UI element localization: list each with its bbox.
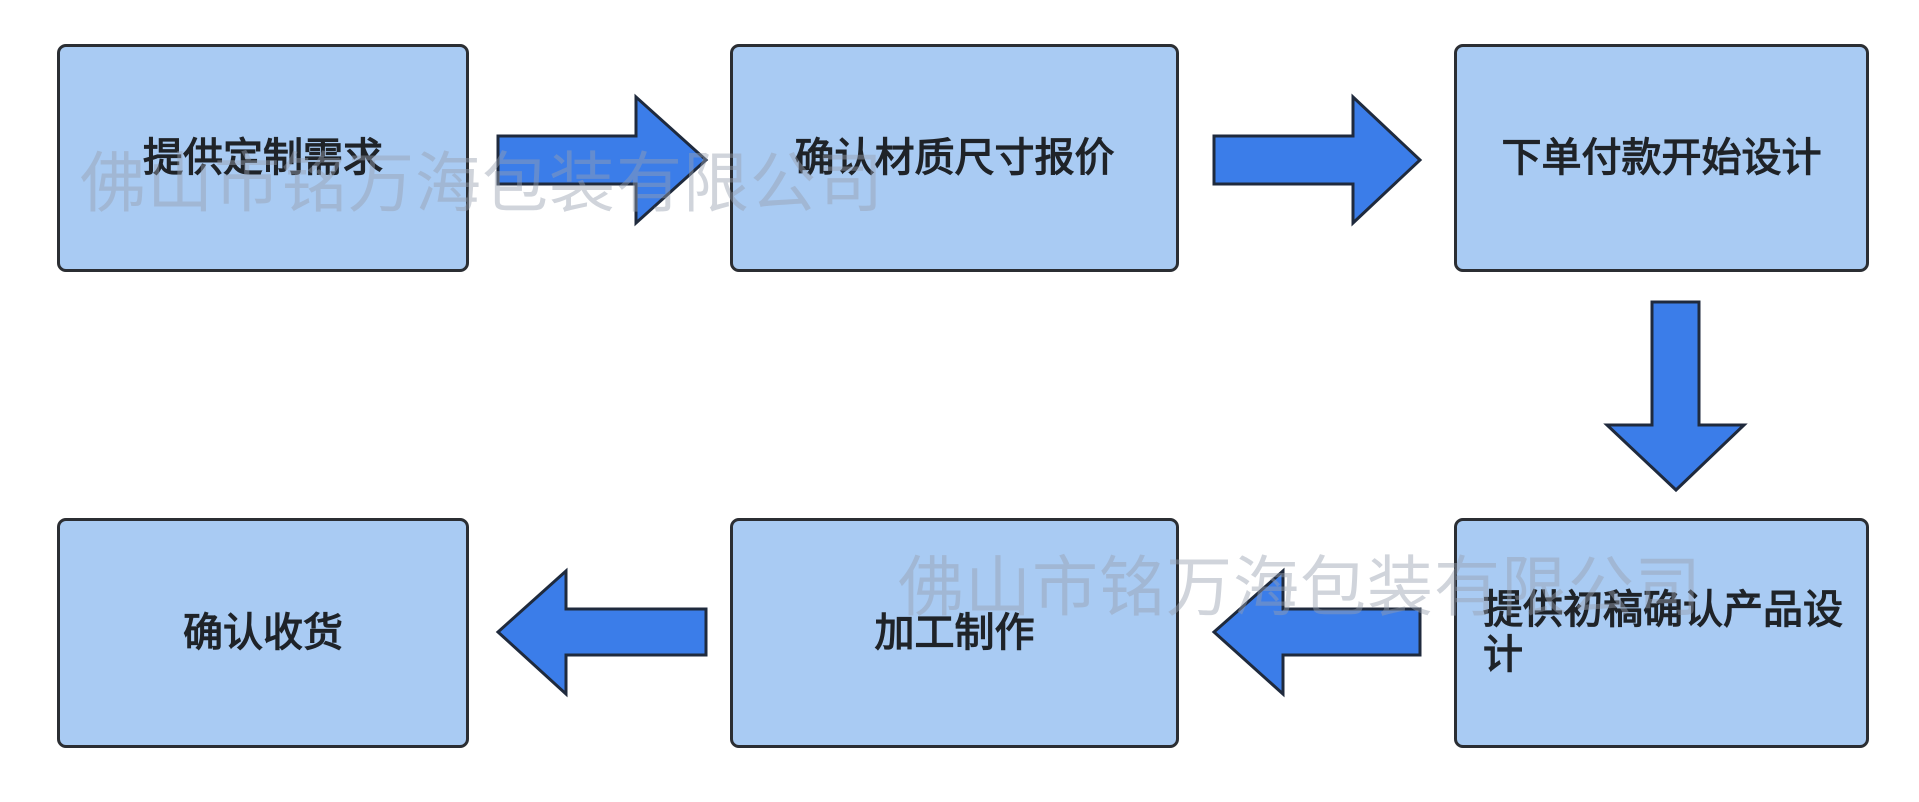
step-label: 下单付款开始设计	[1501, 133, 1822, 181]
step-label: 提供初稿确认产品设计	[1483, 586, 1843, 678]
arrow-left-icon	[495, 567, 708, 698]
arrow-right-icon	[496, 93, 709, 227]
arrow-left-icon	[1211, 567, 1422, 698]
step-draft-design: 提供初稿确认产品设计	[1454, 518, 1869, 748]
step-label: 加工制作	[874, 608, 1035, 656]
step-label: 提供定制需求	[143, 133, 383, 181]
step-confirm-receipt: 确认收货	[57, 518, 469, 748]
step-order-payment: 下单付款开始设计	[1454, 44, 1869, 272]
arrow-down-icon	[1603, 300, 1748, 493]
arrow-right-icon	[1212, 93, 1423, 227]
step-provide-requirements: 提供定制需求	[57, 44, 469, 272]
step-label: 确认收货	[183, 608, 343, 656]
step-label: 确认材质尺寸报价	[794, 133, 1115, 181]
step-manufacturing: 加工制作	[730, 518, 1179, 748]
step-confirm-quote: 确认材质尺寸报价	[730, 44, 1179, 272]
